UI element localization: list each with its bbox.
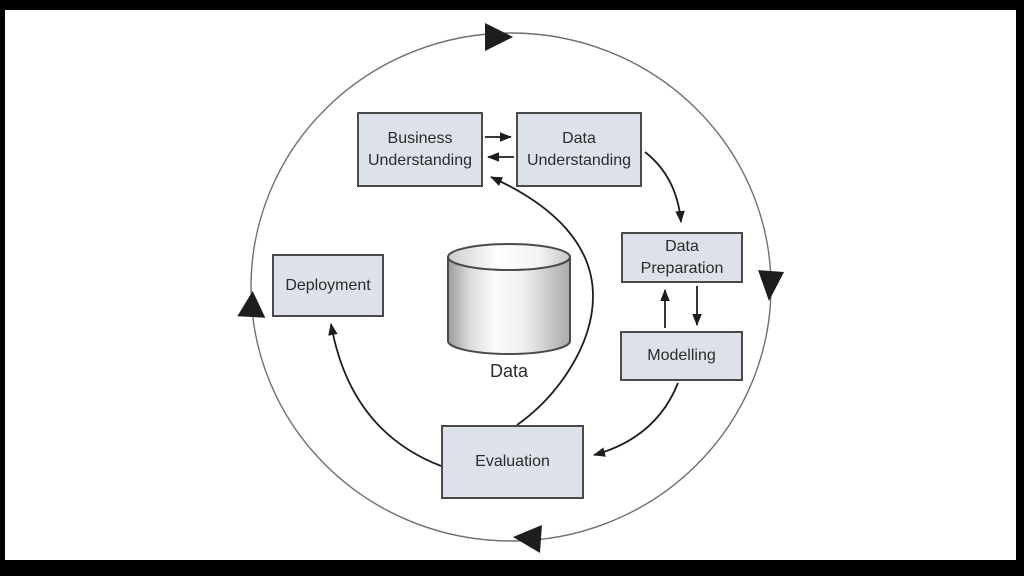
cycle-arrowhead-bottom bbox=[513, 525, 542, 553]
node-label: Understanding bbox=[367, 151, 473, 169]
data-cylinder-body bbox=[447, 256, 571, 355]
data-store-label: Data bbox=[489, 361, 529, 381]
arrow-evaluation-to-deployment bbox=[328, 323, 442, 467]
data-cylinder-top bbox=[447, 243, 571, 271]
node-data-understanding: Data Understanding bbox=[516, 112, 642, 187]
cycle-arrowhead-top bbox=[485, 23, 513, 51]
node-label: Evaluation bbox=[475, 453, 550, 470]
node-modelling: Modelling bbox=[620, 331, 743, 381]
node-label: Modelling bbox=[647, 347, 716, 364]
node-deployment: Deployment bbox=[272, 254, 384, 317]
node-label: Deployment bbox=[285, 276, 371, 294]
arrow-modelling-to-evaluation bbox=[593, 382, 679, 457]
node-label: Understanding bbox=[526, 151, 632, 169]
node-label: Data bbox=[562, 129, 596, 147]
arrow-data-understanding-to-preparation bbox=[644, 151, 685, 223]
node-data-preparation: Data Preparation bbox=[621, 232, 743, 283]
arrow-evaluation-to-business bbox=[490, 176, 594, 426]
node-label: Data bbox=[665, 237, 699, 255]
node-business-understanding: Business Understanding bbox=[357, 112, 483, 187]
cycle-arrowhead-left bbox=[237, 291, 266, 318]
node-label: Preparation bbox=[640, 259, 724, 277]
node-evaluation: Evaluation bbox=[441, 425, 584, 499]
cycle-arrowhead-right bbox=[758, 270, 785, 301]
node-label: Business bbox=[387, 129, 453, 147]
